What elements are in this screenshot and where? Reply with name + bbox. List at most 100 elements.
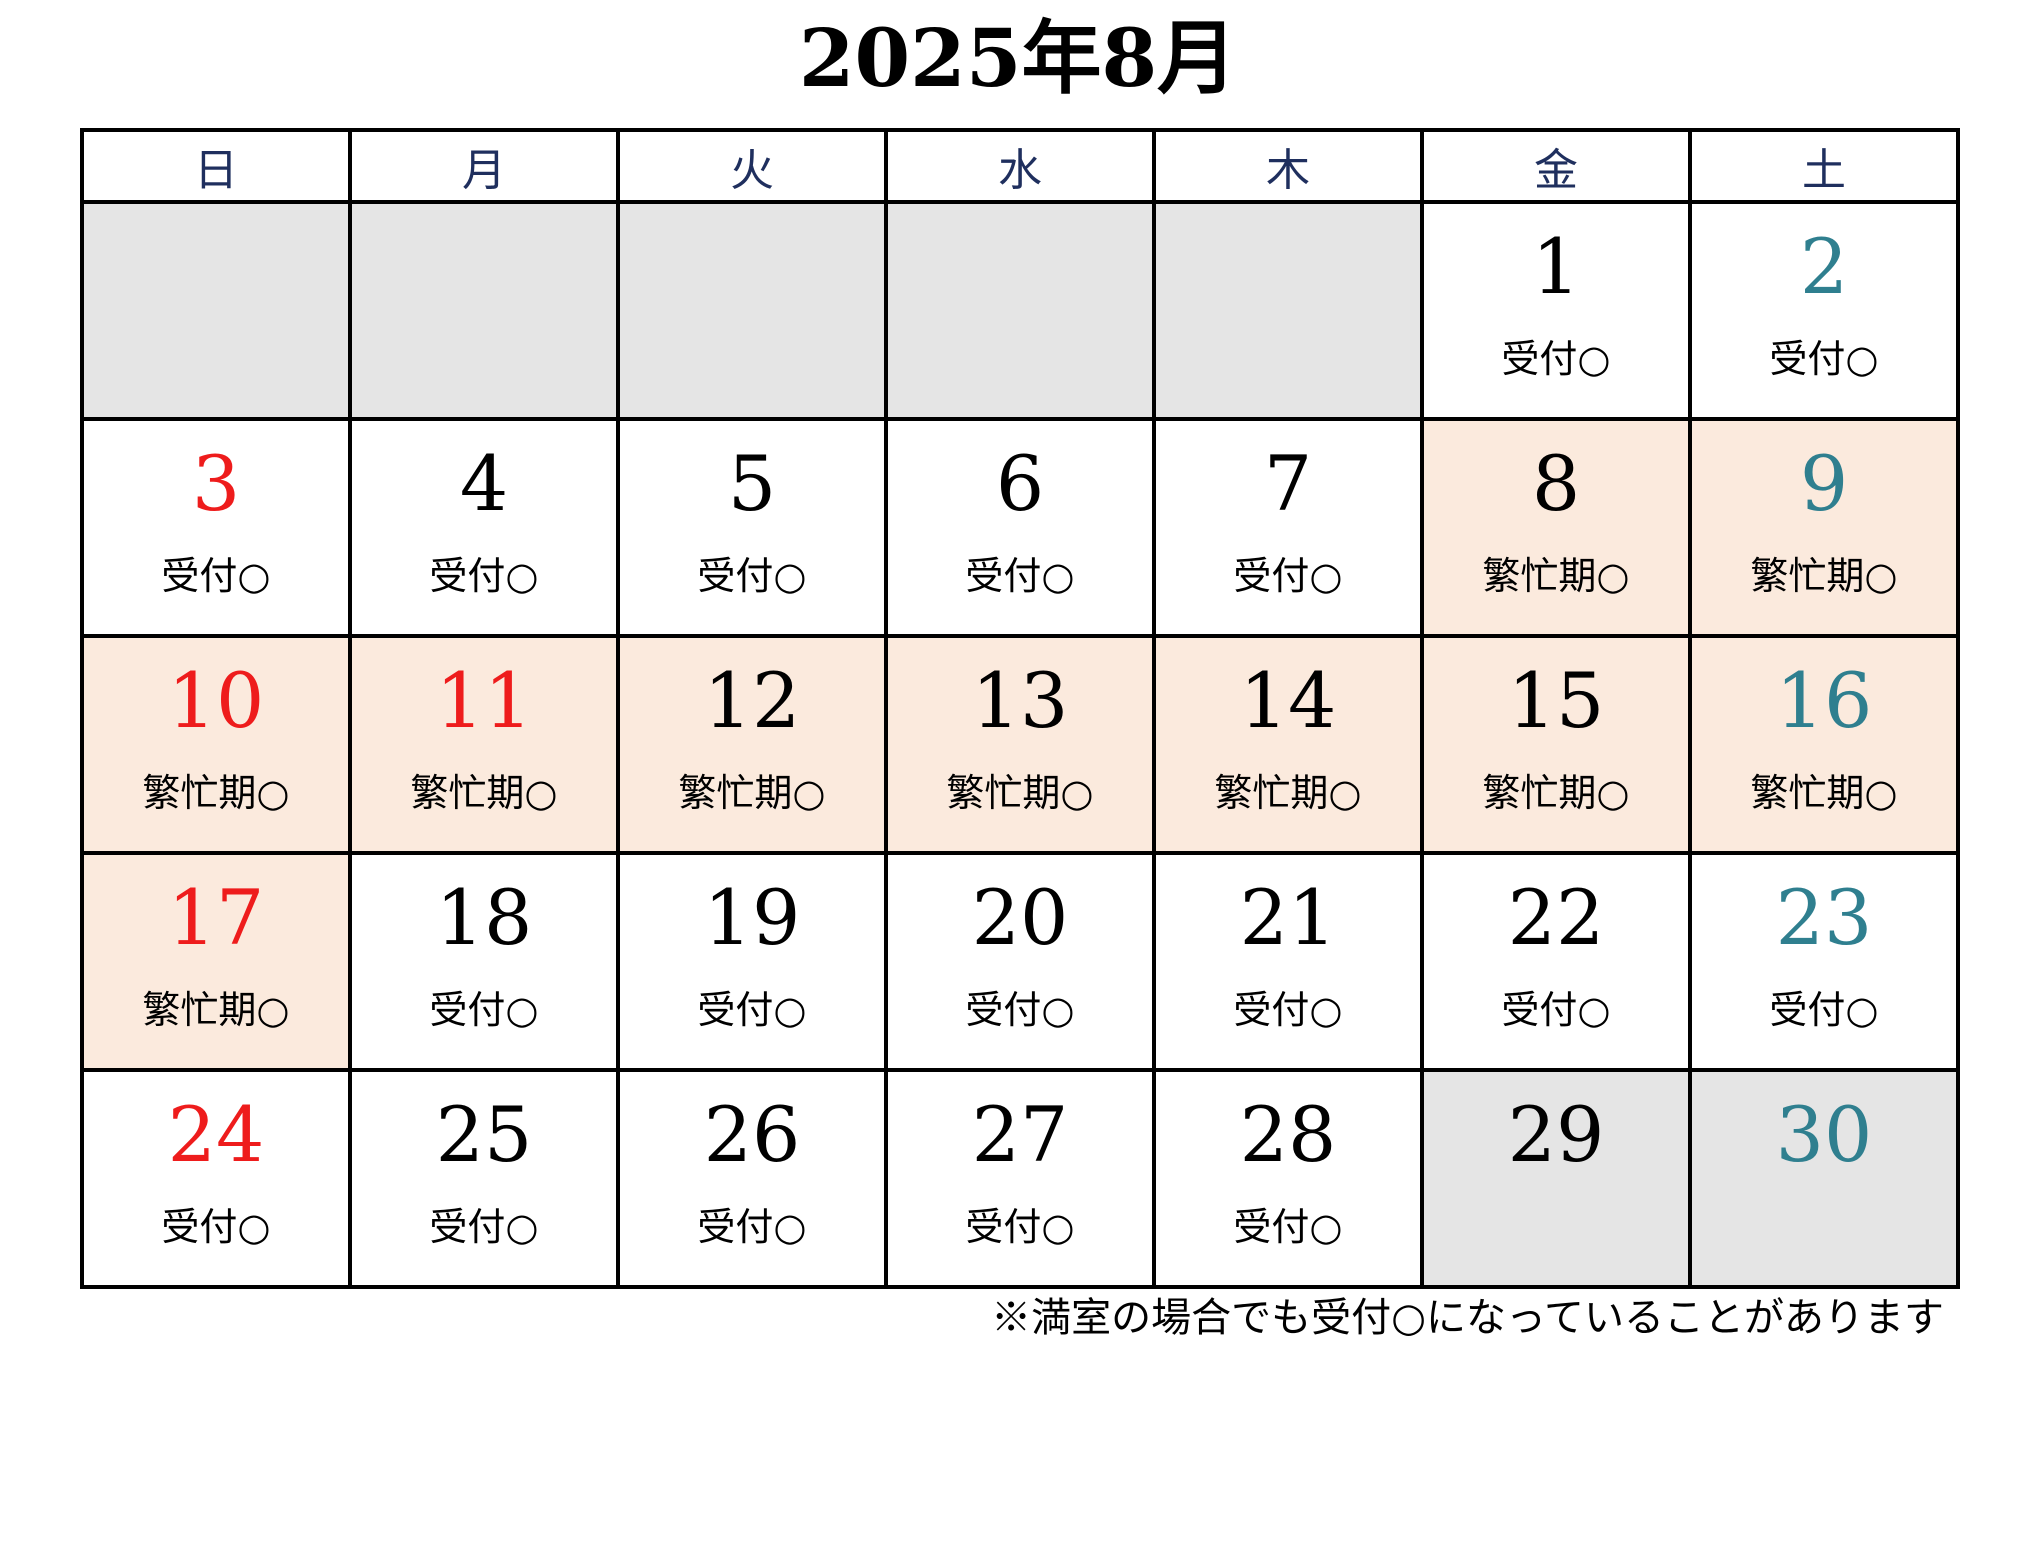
day-number: 17 <box>167 873 265 962</box>
day-number: 6 <box>995 439 1045 528</box>
day-number: 24 <box>167 1090 265 1179</box>
day-number: 14 <box>1239 656 1337 745</box>
availability-status: 繁忙期○ <box>1214 771 1362 815</box>
day-cell-16[interactable]: 16 繁忙期○ <box>1688 634 1960 855</box>
availability-status: 受付○ <box>697 1205 807 1249</box>
week-row: 17 繁忙期○ 18 受付○ 19 受付○ 20 受付○ 21 受付○ 22 受… <box>80 851 1960 1072</box>
availability-status: 受付○ <box>1233 1205 1343 1249</box>
day-number: 18 <box>435 873 533 962</box>
availability-status: 受付○ <box>161 554 271 598</box>
availability-status: 受付○ <box>1501 337 1611 381</box>
day-number: 29 <box>1507 1090 1605 1179</box>
day-cell-8[interactable]: 8 繁忙期○ <box>1420 417 1692 638</box>
weekday-mon: 月 <box>348 128 620 204</box>
day-cell-5[interactable]: 5 受付○ <box>616 417 888 638</box>
availability-status: 繁忙期○ <box>1750 554 1898 598</box>
day-cell-21[interactable]: 21 受付○ <box>1152 851 1424 1072</box>
day-cell-22[interactable]: 22 受付○ <box>1420 851 1692 1072</box>
day-cell-26[interactable]: 26 受付○ <box>616 1068 888 1289</box>
availability-status: 受付○ <box>965 554 1075 598</box>
availability-status: 繁忙期○ <box>1750 771 1898 815</box>
day-number: 20 <box>971 873 1069 962</box>
day-number: 25 <box>435 1090 533 1179</box>
day-cell-14[interactable]: 14 繁忙期○ <box>1152 634 1424 855</box>
availability-status: 繁忙期○ <box>142 771 290 815</box>
availability-status: 受付○ <box>429 554 539 598</box>
day-number: 4 <box>459 439 509 528</box>
page-title: 2025年8月 <box>798 11 1238 105</box>
availability-status: 繁忙期○ <box>1482 554 1630 598</box>
day-cell-18[interactable]: 18 受付○ <box>348 851 620 1072</box>
day-cell-24[interactable]: 24 受付○ <box>80 1068 352 1289</box>
day-number: 2 <box>1799 222 1849 311</box>
day-cell-20[interactable]: 20 受付○ <box>884 851 1156 1072</box>
day-number: 22 <box>1507 873 1605 962</box>
day-number: 21 <box>1239 873 1337 962</box>
availability-status: 受付○ <box>1501 988 1611 1032</box>
weekday-thu: 木 <box>1152 128 1424 204</box>
week-row: 24 受付○ 25 受付○ 26 受付○ 27 受付○ 28 受付○ 29 <box>80 1068 1960 1289</box>
week-row: 1 受付○ 2 受付○ <box>80 200 1960 421</box>
calendar-grid: 日 月 火 水 木 金 土 1 受付○ 2 受付○ <box>80 128 1960 1289</box>
day-number: 1 <box>1531 222 1581 311</box>
weekday-header-row: 日 月 火 水 木 金 土 <box>80 128 1960 204</box>
day-cell-11[interactable]: 11 繁忙期○ <box>348 634 620 855</box>
day-number: 16 <box>1775 656 1873 745</box>
availability-status: 受付○ <box>697 554 807 598</box>
empty-cell <box>80 200 352 421</box>
day-cell-6[interactable]: 6 受付○ <box>884 417 1156 638</box>
footnote: ※満室の場合でも受付○になっていることがあります <box>991 1295 1944 1341</box>
day-cell-25[interactable]: 25 受付○ <box>348 1068 620 1289</box>
weekday-tue: 火 <box>616 128 888 204</box>
day-number: 23 <box>1775 873 1873 962</box>
day-cell-1[interactable]: 1 受付○ <box>1420 200 1692 421</box>
day-cell-13[interactable]: 13 繁忙期○ <box>884 634 1156 855</box>
day-number: 15 <box>1507 656 1605 745</box>
availability-status: 受付○ <box>965 988 1075 1032</box>
day-cell-7[interactable]: 7 受付○ <box>1152 417 1424 638</box>
empty-cell <box>616 200 888 421</box>
day-number: 7 <box>1263 439 1313 528</box>
day-cell-30[interactable]: 30 <box>1688 1068 1960 1289</box>
availability-status: 受付○ <box>161 1205 271 1249</box>
day-cell-15[interactable]: 15 繁忙期○ <box>1420 634 1692 855</box>
day-cell-3[interactable]: 3 受付○ <box>80 417 352 638</box>
availability-status: 受付○ <box>1769 337 1879 381</box>
availability-status: 受付○ <box>429 1205 539 1249</box>
availability-status: 繁忙期○ <box>1482 771 1630 815</box>
day-cell-2[interactable]: 2 受付○ <box>1688 200 1960 421</box>
day-number: 10 <box>167 656 265 745</box>
day-cell-4[interactable]: 4 受付○ <box>348 417 620 638</box>
day-number: 19 <box>703 873 801 962</box>
empty-cell <box>348 200 620 421</box>
day-cell-28[interactable]: 28 受付○ <box>1152 1068 1424 1289</box>
empty-cell <box>1152 200 1424 421</box>
day-number: 12 <box>703 656 801 745</box>
availability-status: 受付○ <box>1233 554 1343 598</box>
day-cell-17[interactable]: 17 繁忙期○ <box>80 851 352 1072</box>
day-number: 5 <box>727 439 777 528</box>
empty-cell <box>884 200 1156 421</box>
day-cell-23[interactable]: 23 受付○ <box>1688 851 1960 1072</box>
day-cell-10[interactable]: 10 繁忙期○ <box>80 634 352 855</box>
day-number: 3 <box>191 439 241 528</box>
day-number: 27 <box>971 1090 1069 1179</box>
day-number: 26 <box>703 1090 801 1179</box>
week-row: 3 受付○ 4 受付○ 5 受付○ 6 受付○ 7 受付○ 8 繁忙期○ <box>80 417 1960 638</box>
day-number: 13 <box>971 656 1069 745</box>
day-number: 9 <box>1799 439 1849 528</box>
availability-status: 受付○ <box>1769 988 1879 1032</box>
availability-status: 受付○ <box>1233 988 1343 1032</box>
week-row: 10 繁忙期○ 11 繁忙期○ 12 繁忙期○ 13 繁忙期○ 14 繁忙期○ … <box>80 634 1960 855</box>
day-cell-12[interactable]: 12 繁忙期○ <box>616 634 888 855</box>
weekday-wed: 水 <box>884 128 1156 204</box>
weekday-sun: 日 <box>80 128 352 204</box>
day-cell-27[interactable]: 27 受付○ <box>884 1068 1156 1289</box>
weekday-sat: 土 <box>1688 128 1960 204</box>
availability-status: 繁忙期○ <box>946 771 1094 815</box>
day-cell-9[interactable]: 9 繁忙期○ <box>1688 417 1960 638</box>
availability-status: 受付○ <box>697 988 807 1032</box>
day-cell-19[interactable]: 19 受付○ <box>616 851 888 1072</box>
day-cell-29[interactable]: 29 <box>1420 1068 1692 1289</box>
availability-status: 受付○ <box>965 1205 1075 1249</box>
